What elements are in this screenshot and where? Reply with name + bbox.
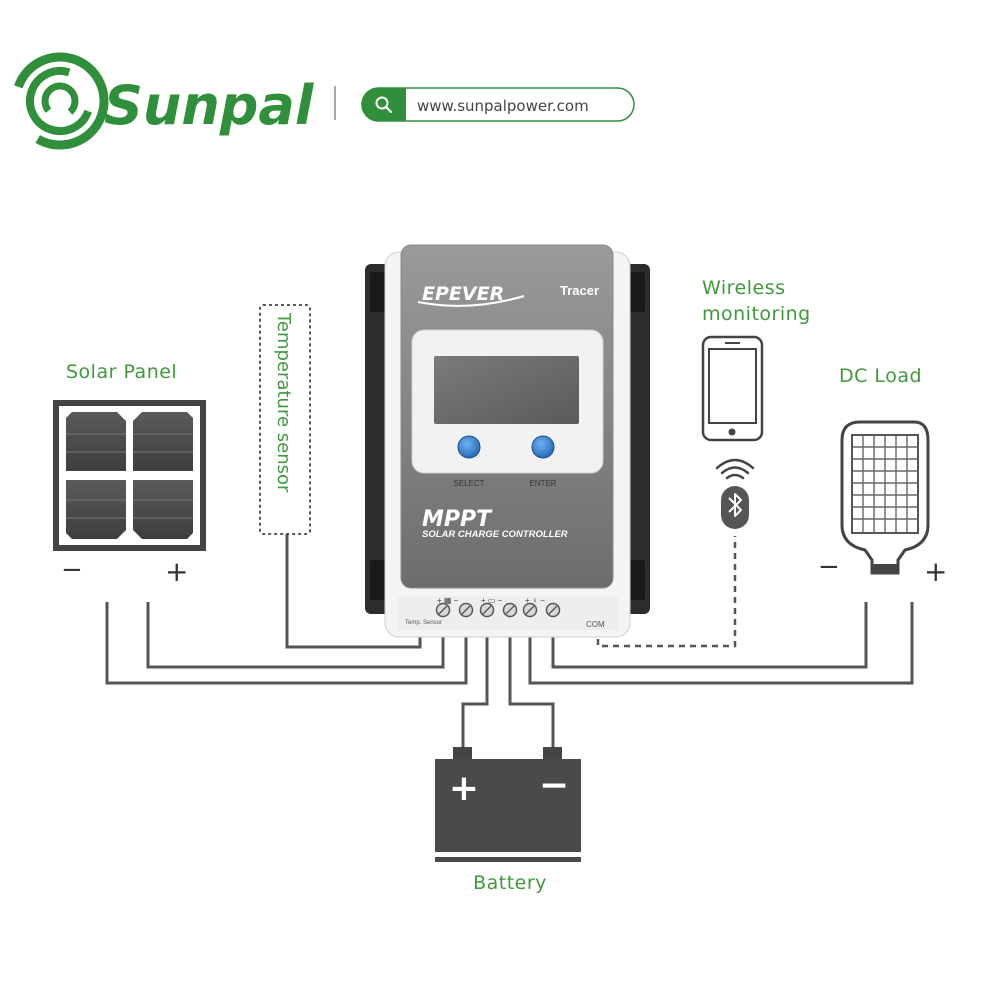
wire-battery-positive	[461, 615, 489, 748]
controller-brand: EPEVER	[422, 283, 504, 305]
controller-subtitle: SOLAR CHARGE CONTROLLER	[422, 529, 568, 540]
search-icon	[375, 96, 393, 114]
solar-panel-icon	[53, 400, 206, 551]
controller-model: Tracer	[560, 283, 599, 298]
temp-port-label: Temp. Sensor	[405, 620, 442, 626]
battery-minus-sign: −	[539, 765, 569, 806]
terminal-load-positive	[522, 602, 538, 618]
wire-solar-positive	[146, 602, 445, 669]
wireless-label-line1: Wireless	[702, 277, 786, 299]
terminal-load-negative	[545, 602, 561, 618]
wire-load-negative	[551, 602, 868, 669]
bluetooth-icon	[721, 486, 749, 529]
wireless-label-line2: monitoring	[702, 303, 811, 325]
load-terminal-marks: + ♀ −	[525, 596, 545, 605]
battery-terminal-marks: + ▭ −	[481, 596, 503, 605]
temperature-sensor-label: Temperature sensor	[273, 312, 294, 493]
brand-name: Sunpal	[104, 74, 315, 137]
terminal-battery-negative	[502, 602, 518, 618]
website-url: www.sunpalpower.com	[417, 97, 589, 115]
dc-load-label: DC Load	[839, 365, 922, 387]
wiring	[105, 534, 914, 748]
controller-title: MPPT	[422, 507, 493, 532]
battery-icon: + −	[435, 747, 581, 862]
enter-button-label: ENTER	[529, 479, 556, 488]
enter-knob[interactable]	[531, 435, 555, 459]
solar-plus-sign: +	[165, 555, 188, 588]
solar-panel-label: Solar Panel	[66, 361, 177, 383]
website-pill[interactable]: www.sunpalpower.com	[361, 87, 635, 122]
sunpal-logo: Sunpal	[11, 52, 315, 150]
lcd-screen	[434, 356, 579, 424]
select-button-label: SELECT	[453, 479, 484, 488]
load-plus-sign: +	[924, 555, 947, 588]
terminal-pv-positive	[435, 602, 451, 618]
terminal-battery-positive	[479, 602, 495, 618]
temperature-sensor-box: Temperature sensor	[259, 304, 311, 535]
select-knob[interactable]	[457, 435, 481, 459]
battery-label: Battery	[473, 872, 547, 894]
wire-battery-negative	[508, 615, 555, 748]
terminal-pv-negative	[458, 602, 474, 618]
battery-plus-sign: +	[449, 768, 479, 809]
sunpal-swirl-icon	[11, 52, 109, 150]
charge-controller: EPEVER Tracer SELECT ENTER MPPT SOLAR CH…	[365, 244, 650, 638]
pv-terminal-marks: + ▦ −	[437, 596, 459, 605]
wifi-signal-icon	[715, 458, 755, 480]
load-minus-sign: −	[818, 552, 840, 582]
wire-solar-negative	[105, 602, 468, 685]
solar-minus-sign: −	[61, 555, 83, 585]
led-lamp-icon	[840, 420, 930, 575]
smartphone-icon	[701, 335, 764, 442]
com-port-label: COM	[586, 620, 605, 629]
wire-load-positive	[528, 602, 914, 685]
wire-temp-sensor	[285, 534, 422, 649]
epever-swoosh-icon	[417, 295, 525, 307]
wire-com-bluetooth	[596, 536, 737, 648]
